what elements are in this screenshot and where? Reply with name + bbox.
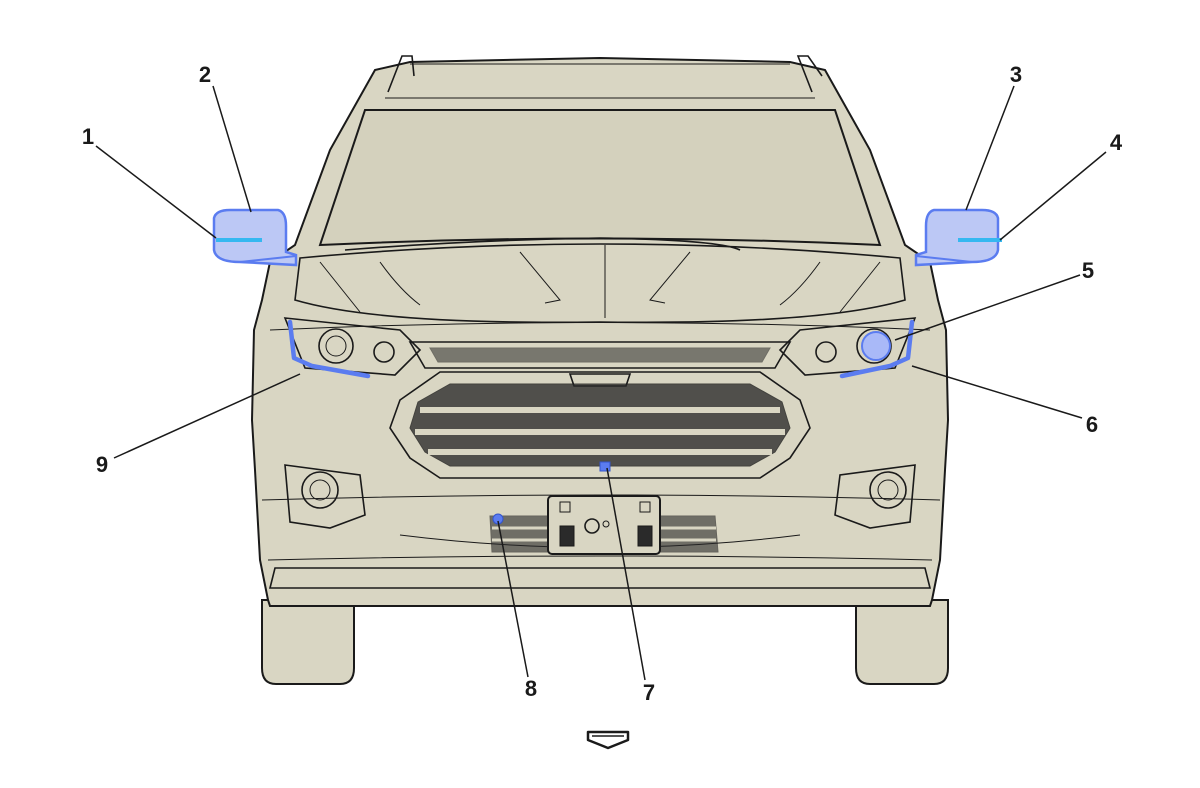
- callout-6: 6: [1086, 412, 1098, 437]
- leader-1: [95, 145, 217, 239]
- callout-8: 8: [525, 676, 537, 701]
- callout-3: 3: [1010, 62, 1022, 87]
- right-mirror-housing: [914, 208, 1000, 267]
- leader-3: [965, 85, 1015, 211]
- leader-4: [999, 151, 1107, 241]
- right-headlamp-housing: [778, 317, 917, 376]
- grille-mesh: [409, 383, 791, 467]
- callout-2: 2: [199, 62, 211, 87]
- windshield: [318, 109, 882, 247]
- callout-labels: 1 2 3 4 5 6 7 8 9: [82, 62, 1123, 705]
- right-fog-lamp-housing: [834, 464, 916, 529]
- leader-lines: [95, 85, 1107, 681]
- highlighted-components: [212, 208, 1002, 525]
- lower-bumper: [268, 567, 932, 589]
- forward-arrow-icon: [586, 730, 630, 750]
- leader-2: [212, 85, 252, 213]
- wiper: [344, 237, 741, 251]
- hood: [294, 243, 906, 324]
- left-fog-lamp-housing: [284, 464, 366, 529]
- fog-lamps: [284, 464, 916, 529]
- leader-8: [497, 520, 529, 678]
- left-mirror-housing: [212, 208, 298, 267]
- main-grille: [389, 371, 811, 479]
- left-tire: [261, 599, 355, 685]
- right-drl-strip: [839, 319, 915, 379]
- callout-9: 9: [96, 452, 108, 477]
- left-drl-strip: [287, 319, 371, 379]
- right-headlamp-projector: [861, 331, 891, 361]
- callout-5: 5: [1082, 258, 1094, 283]
- callout-1: 1: [82, 124, 94, 149]
- upper-grille: [408, 341, 792, 387]
- leader-6: [911, 365, 1083, 419]
- callout-7: 7: [643, 680, 655, 705]
- right-roof-rail: [796, 55, 823, 93]
- tires: [261, 599, 949, 685]
- left-roof-rail: [387, 55, 415, 93]
- leader-7: [606, 467, 646, 681]
- leader-5: [894, 274, 1081, 341]
- leader-9: [113, 373, 301, 459]
- callout-4: 4: [1110, 130, 1123, 155]
- right-tire: [855, 599, 949, 685]
- left-headlamp-lens: [318, 328, 354, 364]
- front-camera: [599, 461, 611, 472]
- license-plate-bracket: [547, 495, 661, 555]
